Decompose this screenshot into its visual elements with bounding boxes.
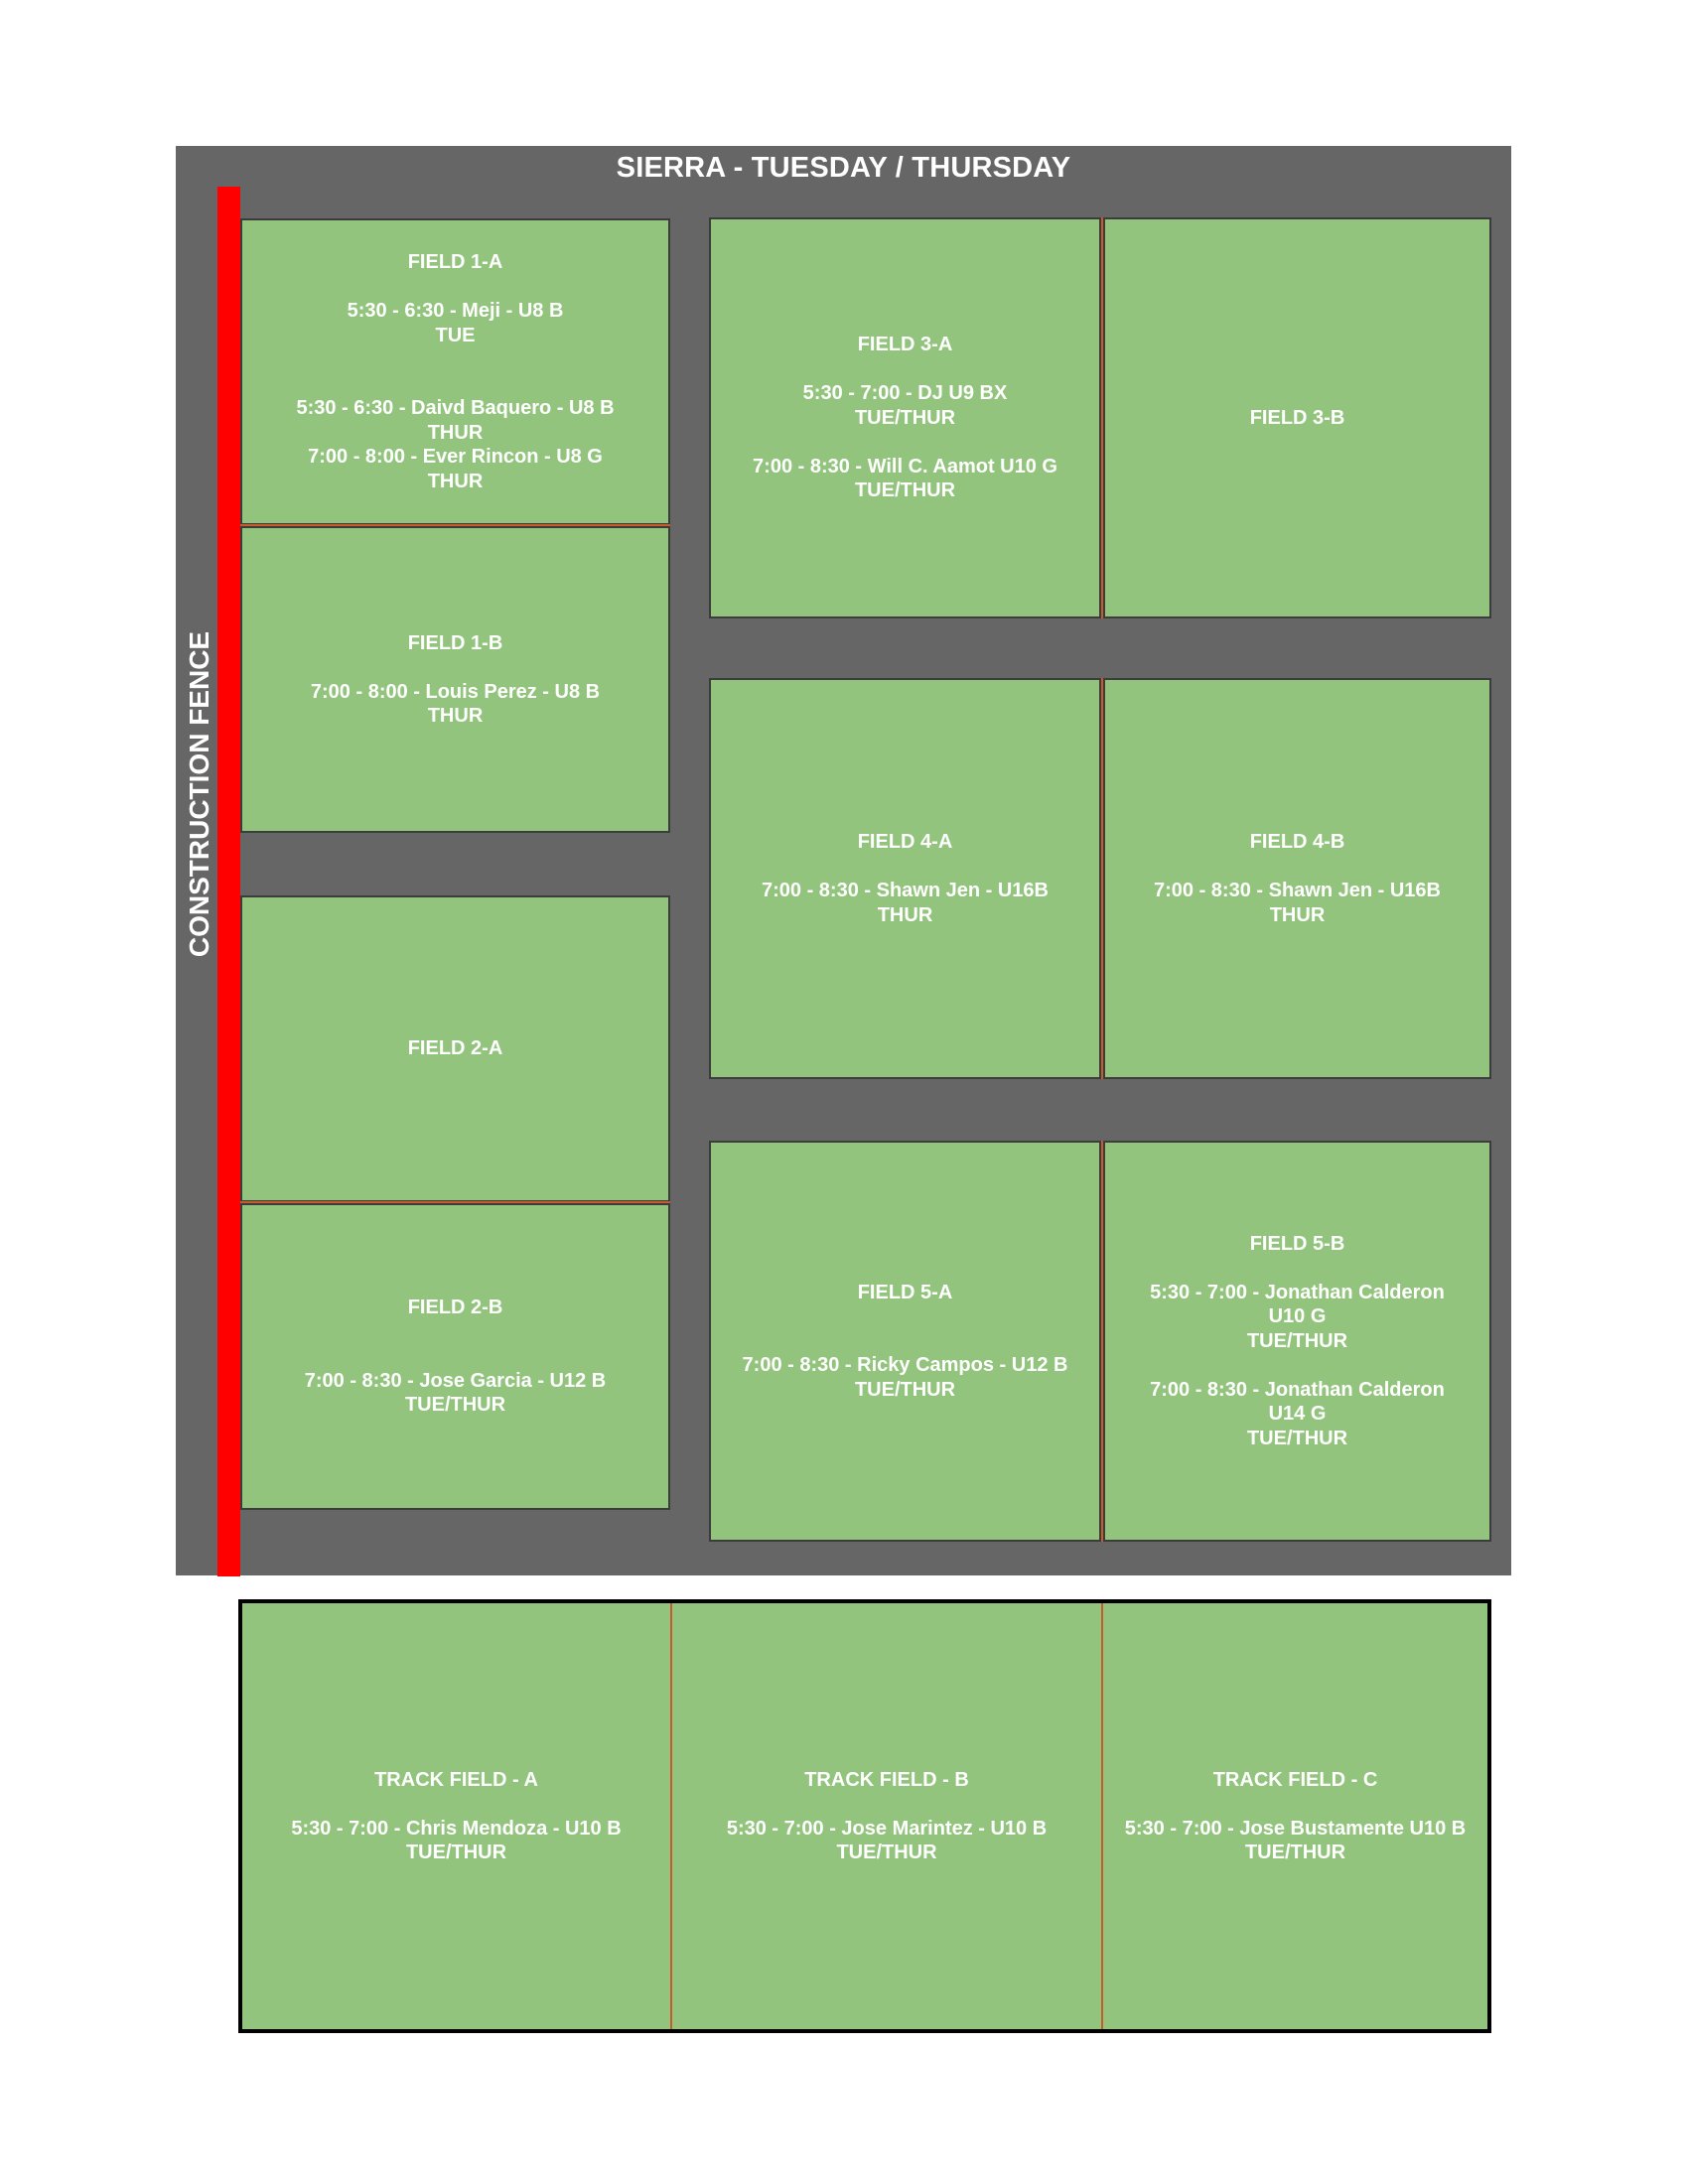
- track-field-b: TRACK FIELD - B 5:30 - 7:00 - Jose Marin…: [672, 1603, 1101, 2029]
- field-5a: FIELD 5-A 7:00 - 8:30 - Ricky Campos - U…: [709, 1141, 1101, 1542]
- field-3b: FIELD 3-B: [1103, 217, 1491, 618]
- field-5b: FIELD 5-B 5:30 - 7:00 - Jonathan Caldero…: [1103, 1141, 1491, 1542]
- field-4b: FIELD 4-B 7:00 - 8:30 - Shawn Jen - U16B…: [1103, 678, 1491, 1079]
- field-5b-text: FIELD 5-B 5:30 - 7:00 - Jonathan Caldero…: [1150, 1232, 1445, 1449]
- field-1a-text: FIELD 1-A 5:30 - 6:30 - Meji - U8 B TUE …: [296, 251, 615, 492]
- field-divider: [240, 524, 670, 526]
- field-divider: [1101, 1141, 1103, 1542]
- track-field-c: TRACK FIELD - C 5:30 - 7:00 - Jose Busta…: [1103, 1603, 1487, 2029]
- field-2a: FIELD 2-A: [240, 895, 670, 1202]
- construction-fence: [217, 187, 240, 1576]
- field-1a: FIELD 1-A 5:30 - 6:30 - Meji - U8 B TUE …: [240, 218, 670, 525]
- field-divider: [1101, 678, 1103, 1079]
- field-3a-text: FIELD 3-A 5:30 - 7:00 - DJ U9 BX TUE/THU…: [753, 334, 1057, 502]
- field-1b: FIELD 1-B 7:00 - 8:00 - Louis Perez - U8…: [240, 526, 670, 833]
- field-1b-text: FIELD 1-B 7:00 - 8:00 - Louis Perez - U8…: [310, 631, 601, 728]
- field-2a-text: FIELD 2-A: [407, 1037, 503, 1060]
- track-divider: [670, 1603, 672, 2029]
- track-fields: TRACK FIELD - A 5:30 - 7:00 - Chris Mend…: [238, 1599, 1491, 2033]
- field-divider: [1101, 217, 1103, 618]
- track-divider: [1101, 1603, 1103, 2029]
- track-field-b-text: TRACK FIELD - B 5:30 - 7:00 - Jose Marin…: [726, 1768, 1048, 1864]
- track-field-c-text: TRACK FIELD - C 5:30 - 7:00 - Jose Busta…: [1124, 1768, 1467, 1864]
- field-2b: FIELD 2-B 7:00 - 8:30 - Jose Garcia - U1…: [240, 1203, 670, 1510]
- field-3b-text: FIELD 3-B: [1249, 406, 1345, 429]
- field-4a: FIELD 4-A 7:00 - 8:30 - Shawn Jen - U16B…: [709, 678, 1101, 1079]
- field-5a-text: FIELD 5-A 7:00 - 8:30 - Ricky Campos - U…: [742, 1281, 1068, 1401]
- track-field-a: TRACK FIELD - A 5:30 - 7:00 - Chris Mend…: [242, 1603, 670, 2029]
- track-field-a-text: TRACK FIELD - A 5:30 - 7:00 - Chris Mend…: [291, 1768, 622, 1864]
- field-2b-text: FIELD 2-B 7:00 - 8:30 - Jose Garcia - U1…: [304, 1297, 607, 1417]
- field-4b-text: FIELD 4-B 7:00 - 8:30 - Shawn Jen - U16B…: [1154, 831, 1441, 926]
- construction-fence-label: CONSTRUCTION FENCE: [184, 630, 214, 958]
- field-4a-text: FIELD 4-A 7:00 - 8:30 - Shawn Jen - U16B…: [762, 831, 1049, 926]
- field-divider: [240, 1201, 670, 1203]
- site-title: SIERRA - TUESDAY / THURSDAY: [616, 152, 1071, 184]
- field-3a: FIELD 3-A 5:30 - 7:00 - DJ U9 BX TUE/THU…: [709, 217, 1101, 618]
